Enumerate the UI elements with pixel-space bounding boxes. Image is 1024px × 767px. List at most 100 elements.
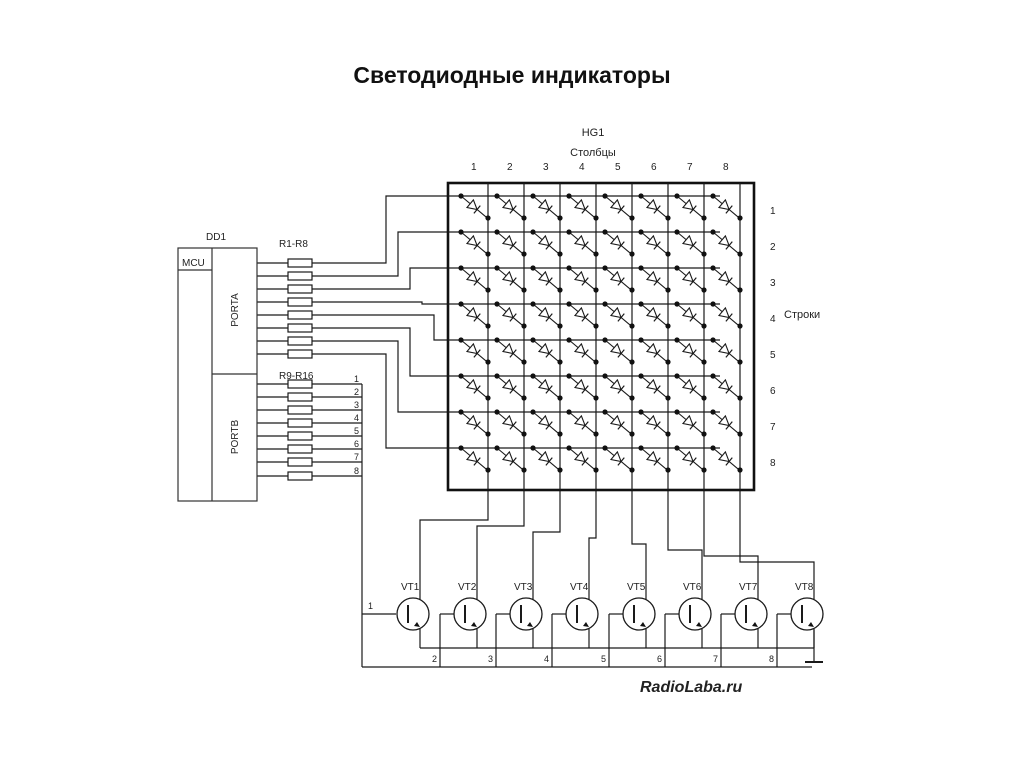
- led-diode: [460, 267, 488, 291]
- junction-dot: [638, 445, 644, 451]
- led-diode: [712, 303, 740, 327]
- junction-dot: [629, 251, 635, 257]
- transistor-label: VT6: [683, 582, 702, 593]
- led-diode: [712, 411, 740, 435]
- led-triangle: [537, 450, 550, 463]
- led-triangle: [573, 342, 586, 355]
- led-bar: [509, 421, 517, 430]
- column-number: 1: [471, 162, 477, 173]
- led-diode: [676, 447, 704, 471]
- led-bar: [473, 241, 481, 250]
- transistor-body: [509, 597, 543, 631]
- junction-dot: [566, 265, 572, 271]
- led-bar: [545, 421, 553, 430]
- led-diode: [712, 231, 740, 255]
- led-bar: [545, 241, 553, 250]
- collector-wire: [739, 490, 815, 601]
- led-diode: [604, 231, 632, 255]
- junction-dot: [521, 323, 527, 329]
- led-triangle: [501, 414, 514, 427]
- junction-dot: [485, 359, 491, 365]
- led-diode: [604, 375, 632, 399]
- watermark-text: RadioLaba.ru: [640, 679, 742, 696]
- junction-dot: [485, 215, 491, 221]
- junction-dot: [458, 229, 464, 235]
- transistor-arrow: [808, 622, 814, 627]
- led-diode: [604, 195, 632, 219]
- junction-dot: [710, 409, 716, 415]
- junction-dot: [593, 251, 599, 257]
- led-bar: [653, 241, 661, 250]
- base-number: 3: [488, 654, 493, 664]
- junction-dot: [557, 467, 563, 473]
- junction-dot: [521, 467, 527, 473]
- junction-dot: [602, 301, 608, 307]
- led-triangle: [645, 306, 658, 319]
- led-triangle: [465, 414, 478, 427]
- led-triangle: [681, 378, 694, 391]
- junction-dot: [701, 287, 707, 293]
- junction-dot: [710, 445, 716, 451]
- led-triangle: [681, 198, 694, 211]
- column-number: 8: [723, 162, 729, 173]
- junction-dot: [710, 301, 716, 307]
- led-bar: [653, 205, 661, 214]
- junction-dot: [602, 193, 608, 199]
- transistor-label: VT5: [627, 582, 646, 593]
- led-triangle: [573, 270, 586, 283]
- portb-pin-number: 1: [354, 374, 359, 384]
- led-triangle: [645, 198, 658, 211]
- led-triangle: [537, 198, 550, 211]
- led-bar: [617, 385, 625, 394]
- led-diode: [568, 339, 596, 363]
- led-bar: [581, 457, 589, 466]
- matrix-frame: [446, 181, 756, 492]
- led-diode: [604, 303, 632, 327]
- junction-dot: [521, 431, 527, 437]
- junction-dot: [638, 193, 644, 199]
- led-diode: [496, 303, 524, 327]
- junction-dot: [710, 229, 716, 235]
- led-triangle: [465, 378, 478, 391]
- slide-title: Светодиодные индикаторы: [353, 62, 671, 88]
- led-triangle: [465, 198, 478, 211]
- led-triangle: [609, 234, 622, 247]
- led-bar: [725, 313, 733, 322]
- junction-dot: [665, 395, 671, 401]
- junction-dot: [629, 395, 635, 401]
- led-triangle: [717, 270, 730, 283]
- led-bar: [725, 205, 733, 214]
- led-diode: [460, 195, 488, 219]
- junction-dot: [737, 251, 743, 257]
- led-bar: [617, 205, 625, 214]
- led-diode: [712, 375, 740, 399]
- junction-dot: [593, 467, 599, 473]
- junction-dot: [665, 359, 671, 365]
- junction-dot: [593, 287, 599, 293]
- led-bar: [509, 205, 517, 214]
- led-diode: [568, 267, 596, 291]
- junction-dot: [674, 193, 680, 199]
- junction-dot: [485, 251, 491, 257]
- junction-dot: [701, 395, 707, 401]
- junction-dot: [701, 359, 707, 365]
- led-diode: [568, 195, 596, 219]
- junction-dot: [557, 287, 563, 293]
- base-number: 8: [769, 654, 774, 664]
- base-number: 4: [544, 654, 549, 664]
- junction-dot: [737, 287, 743, 293]
- junction-dot: [566, 229, 572, 235]
- transistor-arrow: [471, 622, 477, 627]
- junction-dot: [485, 323, 491, 329]
- led-diode: [604, 339, 632, 363]
- collector-wire: [631, 490, 647, 601]
- led-diode: [640, 267, 668, 291]
- led-diode: [460, 303, 488, 327]
- mcu-designator: DD1: [206, 232, 226, 243]
- led-diode: [460, 231, 488, 255]
- row-number: 6: [770, 386, 776, 397]
- led-diode: [676, 231, 704, 255]
- junction-dot: [737, 215, 743, 221]
- rows-label: Строки: [784, 309, 820, 321]
- row-number: 4: [770, 314, 776, 325]
